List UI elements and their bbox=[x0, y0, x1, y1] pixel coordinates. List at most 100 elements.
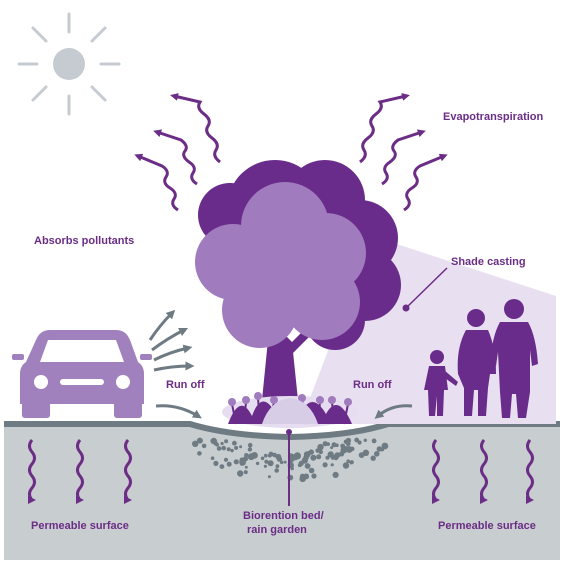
soil-dot bbox=[354, 437, 360, 443]
soil-dot bbox=[340, 443, 346, 449]
label-absorbs-pollutants: Absorbs pollutants bbox=[34, 235, 135, 247]
soil-dot bbox=[346, 459, 351, 464]
soil-dot bbox=[243, 470, 248, 475]
wavy-down-arrow bbox=[26, 439, 36, 504]
soil-dot bbox=[247, 453, 255, 461]
soil-dot bbox=[201, 443, 207, 449]
soil-dot bbox=[275, 464, 280, 469]
soil-dot bbox=[230, 448, 234, 453]
soil-dot bbox=[340, 446, 348, 454]
soil-dot bbox=[326, 442, 330, 446]
wavy-down-arrow bbox=[430, 439, 440, 504]
bioretention-pointer bbox=[286, 429, 292, 506]
soil-dot bbox=[334, 454, 338, 458]
wavy-down-arrow bbox=[524, 439, 534, 504]
soil-dot bbox=[316, 454, 322, 460]
soil-dot bbox=[215, 442, 219, 447]
soil-dot bbox=[325, 455, 330, 460]
soil-dot bbox=[345, 441, 351, 447]
soil-dot bbox=[371, 438, 377, 444]
soil-dot bbox=[220, 441, 224, 446]
soil-dot bbox=[260, 456, 265, 461]
soil-dot bbox=[192, 440, 199, 447]
soil-dot bbox=[267, 453, 272, 458]
soil-dot bbox=[226, 461, 232, 467]
soil-dot bbox=[363, 438, 367, 442]
label-permeable-surface-right: Permeable surface bbox=[438, 520, 536, 532]
soil-dot bbox=[196, 437, 203, 444]
soil-dot bbox=[331, 442, 337, 448]
label-bioretention-line1: Biorention bed/ bbox=[243, 510, 324, 522]
wavy-down-arrow bbox=[122, 439, 132, 504]
soil-dot bbox=[317, 443, 324, 451]
soil-dot bbox=[247, 447, 253, 452]
people-icon bbox=[424, 299, 538, 418]
label-permeable-surface-left: Permeable surface bbox=[31, 520, 129, 532]
infiltration-arrow-icon bbox=[26, 439, 534, 504]
soil-dot bbox=[197, 451, 202, 456]
soil-dot bbox=[234, 445, 239, 450]
soil-dot bbox=[223, 457, 229, 462]
soil-dot bbox=[308, 467, 315, 474]
soil-dot bbox=[239, 445, 243, 449]
soil-dot bbox=[237, 470, 244, 477]
soil-dot bbox=[210, 439, 214, 443]
soil-dot bbox=[268, 460, 272, 465]
soil-dot bbox=[226, 447, 231, 452]
soil-dot bbox=[244, 465, 248, 469]
soil-dot bbox=[216, 446, 222, 451]
soil-dot bbox=[233, 459, 239, 465]
label-evapotranspiration: Evapotranspiration bbox=[443, 111, 544, 123]
label-run-off-left: Run off bbox=[166, 379, 205, 391]
label-bioretention-line2: rain garden bbox=[247, 524, 307, 536]
soil-dot bbox=[210, 456, 215, 461]
soil-dot bbox=[349, 460, 354, 465]
tree-icon bbox=[195, 160, 401, 400]
soil-dot bbox=[374, 451, 380, 457]
soil-dot bbox=[221, 445, 226, 451]
soil-dot bbox=[362, 449, 370, 456]
soil-dot bbox=[263, 453, 268, 458]
label-shade-casting: Shade casting bbox=[451, 256, 526, 268]
soil-dot bbox=[332, 471, 339, 478]
sun-icon bbox=[17, 12, 121, 116]
soil-dot bbox=[310, 454, 317, 461]
soil-dot bbox=[330, 454, 336, 460]
soil-dot bbox=[276, 456, 283, 462]
soil-dot bbox=[330, 446, 334, 450]
soil-dot bbox=[304, 463, 311, 469]
wavy-arrow-icon bbox=[134, 93, 448, 212]
soil-dot bbox=[292, 455, 298, 461]
soil-dot bbox=[318, 449, 323, 455]
soil-dots bbox=[192, 437, 389, 483]
soil-dot bbox=[264, 459, 269, 464]
soil-dot bbox=[283, 460, 287, 464]
soil-dot bbox=[247, 442, 253, 448]
soil-dot bbox=[274, 468, 280, 473]
soil-dot bbox=[219, 464, 225, 469]
soil-dot bbox=[380, 447, 385, 452]
soil-dot bbox=[298, 460, 304, 466]
soil-dot bbox=[255, 461, 260, 466]
wavy-down-arrow bbox=[74, 439, 84, 504]
soil-dot bbox=[303, 454, 309, 461]
shade-pointer bbox=[402, 267, 448, 312]
soil-dot bbox=[311, 473, 317, 479]
soil-dot bbox=[289, 453, 294, 458]
soil-dot bbox=[213, 460, 219, 466]
soil-dot bbox=[232, 440, 237, 446]
soil-dot bbox=[303, 473, 310, 480]
soil-dot bbox=[322, 462, 328, 468]
soil-dot bbox=[342, 462, 350, 469]
soil-dot bbox=[263, 464, 267, 468]
curved-arrow-icon bbox=[155, 404, 413, 419]
soil-dot bbox=[267, 475, 271, 479]
soil-dot bbox=[330, 463, 334, 467]
car-icon bbox=[12, 330, 152, 418]
pollutant-arrow-icon bbox=[148, 309, 195, 372]
wavy-down-arrow bbox=[478, 439, 488, 504]
label-run-off-right: Run off bbox=[353, 379, 392, 391]
soil-dot bbox=[335, 443, 339, 448]
soil-dot bbox=[349, 446, 355, 452]
